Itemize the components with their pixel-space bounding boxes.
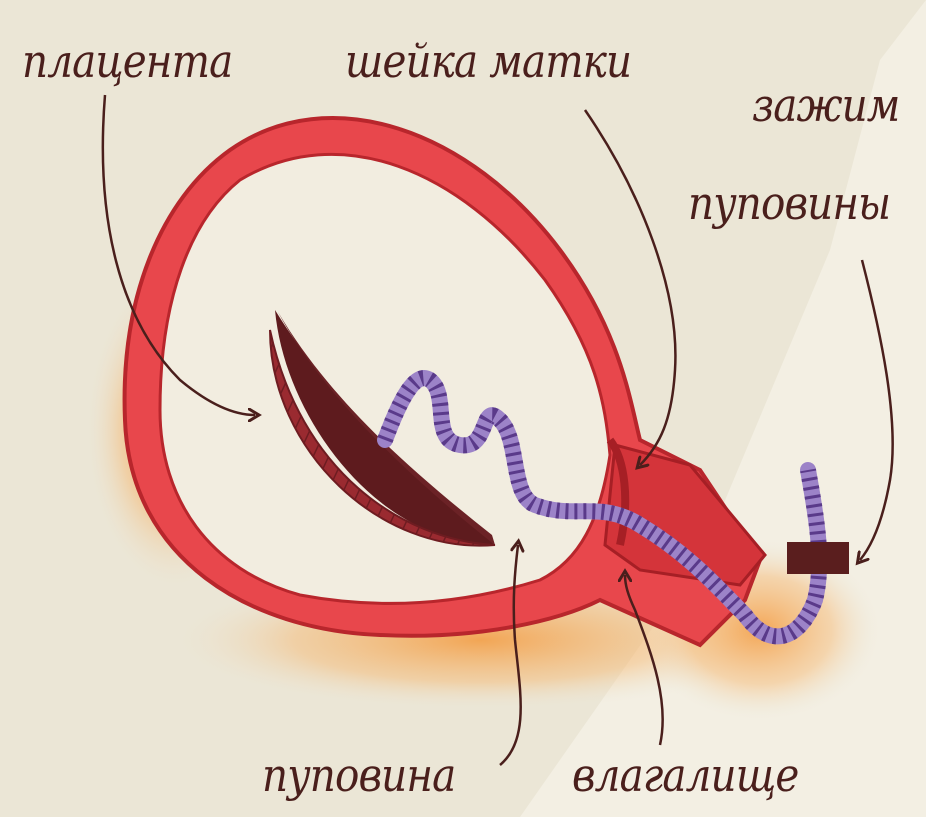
cord-clamp: [787, 542, 849, 574]
label-placenta: плацента: [22, 38, 232, 84]
label-clamp-line2: пуповины: [688, 180, 890, 226]
uterus-cavity: [160, 154, 610, 603]
label-clamp-line1: зажим: [752, 82, 899, 128]
label-cord: пуповина: [262, 752, 455, 798]
label-vagina: влагалище: [572, 752, 798, 798]
label-cervix: шейка матки: [345, 38, 631, 84]
